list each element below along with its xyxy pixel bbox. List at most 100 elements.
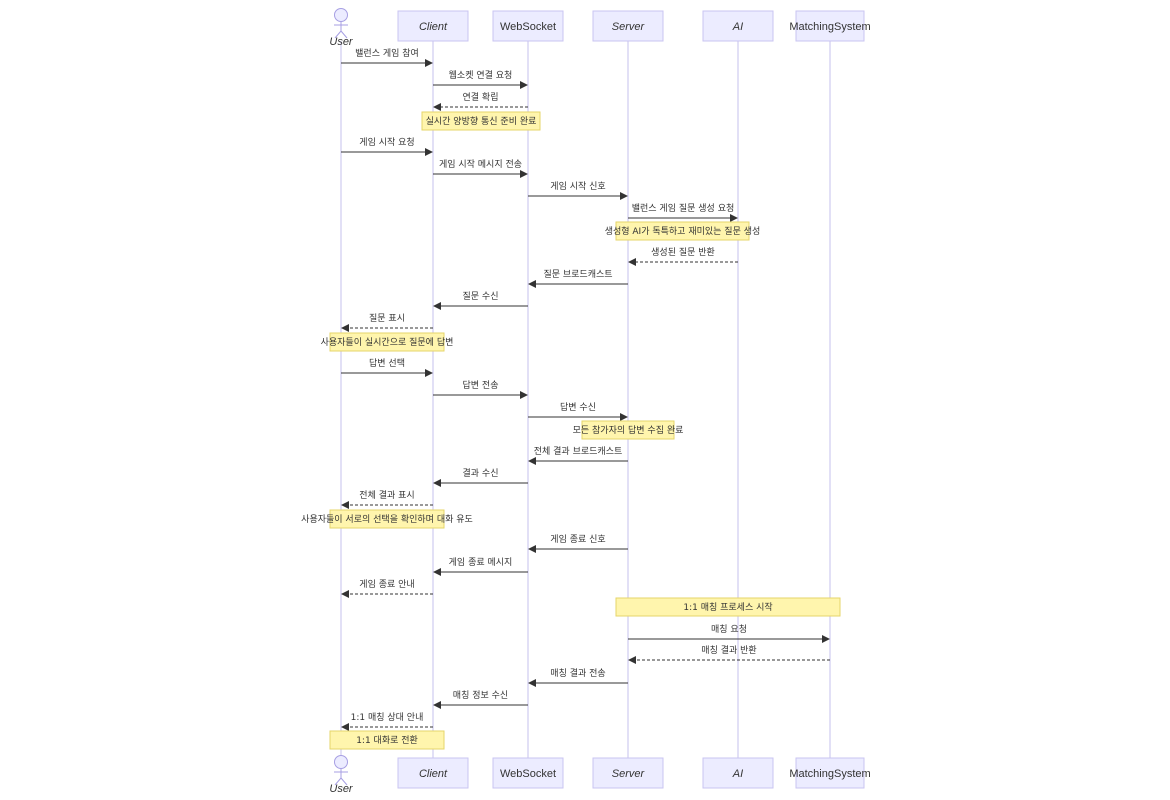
note-box bbox=[421, 111, 541, 131]
actor-box bbox=[592, 757, 664, 789]
message-0: 밸런스 게임 참여 bbox=[341, 47, 433, 67]
message-7: 밸런스 게임 질문 생성 요청 bbox=[628, 202, 738, 222]
note-box bbox=[581, 420, 675, 440]
message-10: 질문 브로드캐스트 bbox=[528, 268, 628, 288]
actor-box bbox=[492, 757, 564, 789]
message-6: 게임 시작 신호 bbox=[528, 180, 628, 200]
message-label: 게임 종료 안내 bbox=[359, 578, 414, 590]
message-label: 매칭 결과 반환 bbox=[701, 644, 756, 656]
message-16: 답변 수신 bbox=[528, 401, 628, 421]
bottom-actor-server: Server bbox=[592, 757, 664, 789]
note-13: 사용자들이 실시간으로 질문에 답변 bbox=[321, 332, 454, 352]
message-label: 매칭 요청 bbox=[711, 624, 747, 635]
note-31: 1:1 대화로 전환 bbox=[329, 730, 445, 750]
top-actor-ws: WebSocket bbox=[492, 10, 564, 42]
message-label: 게임 시작 메시지 전송 bbox=[439, 158, 522, 170]
bottom-actor-match: MatchingSystem bbox=[789, 757, 871, 789]
actor-label: Client bbox=[419, 21, 448, 33]
note-box bbox=[329, 509, 445, 529]
actor-label: Server bbox=[612, 21, 646, 33]
message-label: 매칭 결과 전송 bbox=[550, 668, 605, 679]
note-label: 1:1 매칭 프로세스 시작 bbox=[683, 602, 772, 613]
message-label: 1:1 매칭 상대 안내 bbox=[351, 712, 424, 723]
message-4: 게임 시작 요청 bbox=[341, 136, 433, 156]
bottom-actor-client: Client bbox=[397, 757, 469, 789]
message-1: 웹소켓 연결 요청 bbox=[433, 70, 528, 89]
message-label: 게임 종료 메시지 bbox=[449, 556, 513, 568]
message-label: 전체 결과 표시 bbox=[359, 490, 414, 501]
message-label: 답변 수신 bbox=[560, 401, 596, 413]
note-8: 생성형 AI가 독특하고 재미있는 질문 생성 bbox=[605, 221, 761, 241]
note-label: 1:1 대화로 전환 bbox=[356, 734, 418, 746]
user-head-icon bbox=[334, 8, 348, 22]
message-30: 1:1 매칭 상대 안내 bbox=[341, 712, 433, 731]
note-box bbox=[615, 597, 841, 617]
message-24: 게임 종료 안내 bbox=[341, 578, 433, 598]
actor-label: MatchingSystem bbox=[789, 768, 870, 780]
message-18: 전체 결과 브로드캐스트 bbox=[528, 446, 628, 465]
message-20: 전체 결과 표시 bbox=[341, 490, 433, 509]
note-3: 실시간 양방향 통신 준비 완료 bbox=[421, 111, 541, 131]
actor-label: Server bbox=[612, 768, 646, 780]
message-label: 연결 확립 bbox=[463, 91, 499, 103]
message-5: 게임 시작 메시지 전송 bbox=[433, 158, 528, 178]
note-label: 사용자들이 실시간으로 질문에 답변 bbox=[321, 336, 454, 348]
message-label: 게임 시작 신호 bbox=[550, 180, 605, 192]
message-label: 질문 수신 bbox=[463, 290, 499, 302]
actor-box bbox=[702, 757, 774, 789]
note-21: 사용자들이 서로의 선택을 확인하며 대화 유도 bbox=[301, 509, 473, 529]
bottom-actor-ai: AI bbox=[702, 757, 774, 789]
note-label: 실시간 양방향 통신 준비 완료 bbox=[426, 115, 537, 127]
message-12: 질문 표시 bbox=[341, 312, 433, 332]
message-label: 밸런스 게임 참여 bbox=[355, 47, 419, 59]
actor-label: WebSocket bbox=[500, 768, 556, 780]
actor-box bbox=[795, 757, 865, 789]
lifelines bbox=[340, 41, 831, 758]
message-19: 결과 수신 bbox=[433, 468, 528, 487]
top-actor-server: Server bbox=[592, 10, 664, 42]
user-leg-icon bbox=[340, 777, 348, 786]
message-9: 생성된 질문 반환 bbox=[628, 246, 738, 266]
message-label: 질문 브로드캐스트 bbox=[543, 268, 612, 280]
message-26: 매칭 요청 bbox=[628, 624, 830, 643]
user-leg-icon bbox=[340, 30, 348, 39]
message-27: 매칭 결과 반환 bbox=[628, 644, 830, 664]
message-28: 매칭 결과 전송 bbox=[528, 668, 628, 687]
message-label: 웹소켓 연결 요청 bbox=[449, 70, 513, 81]
message-15: 답변 전송 bbox=[433, 379, 528, 399]
message-22: 게임 종료 신호 bbox=[528, 533, 628, 553]
note-box bbox=[329, 332, 445, 352]
note-25: 1:1 매칭 프로세스 시작 bbox=[615, 597, 841, 617]
message-2: 연결 확립 bbox=[433, 91, 528, 111]
note-17: 모든 참가자의 답변 수집 완료 bbox=[573, 420, 684, 440]
actor-box bbox=[702, 10, 774, 42]
message-29: 매칭 정보 수신 bbox=[433, 690, 528, 709]
message-label: 밸런스 게임 질문 생성 요청 bbox=[632, 202, 735, 214]
actor-label: AI bbox=[732, 21, 743, 33]
note-label: 모든 참가자의 답변 수집 완료 bbox=[573, 424, 684, 436]
note-label: 생성형 AI가 독특하고 재미있는 질문 생성 bbox=[605, 225, 761, 237]
top-actor-0: User bbox=[329, 8, 354, 48]
actor-label: MatchingSystem bbox=[789, 21, 870, 33]
actors-top: User Client WebSocket Server AI MatchingSyste… bbox=[329, 8, 871, 48]
top-actor-client: Client bbox=[397, 10, 469, 42]
message-label: 답변 선택 bbox=[369, 357, 405, 369]
actor-box bbox=[795, 10, 865, 42]
actor-label: Client bbox=[419, 768, 448, 780]
top-actor-match: MatchingSystem bbox=[789, 10, 871, 42]
message-label: 전체 결과 브로드캐스트 bbox=[534, 446, 623, 457]
user-head-icon bbox=[334, 755, 348, 769]
message-label: 게임 종료 신호 bbox=[550, 533, 605, 545]
actor-box bbox=[492, 10, 564, 42]
message-11: 질문 수신 bbox=[433, 290, 528, 310]
bottom-actor-ws: WebSocket bbox=[492, 757, 564, 789]
note-box bbox=[615, 221, 750, 241]
actor-label: AI bbox=[732, 768, 743, 780]
actor-label: WebSocket bbox=[500, 21, 556, 33]
note-box bbox=[329, 730, 445, 750]
message-label: 매칭 정보 수신 bbox=[453, 690, 508, 701]
message-label: 답변 전송 bbox=[463, 379, 499, 391]
user-leg-icon bbox=[334, 30, 342, 39]
